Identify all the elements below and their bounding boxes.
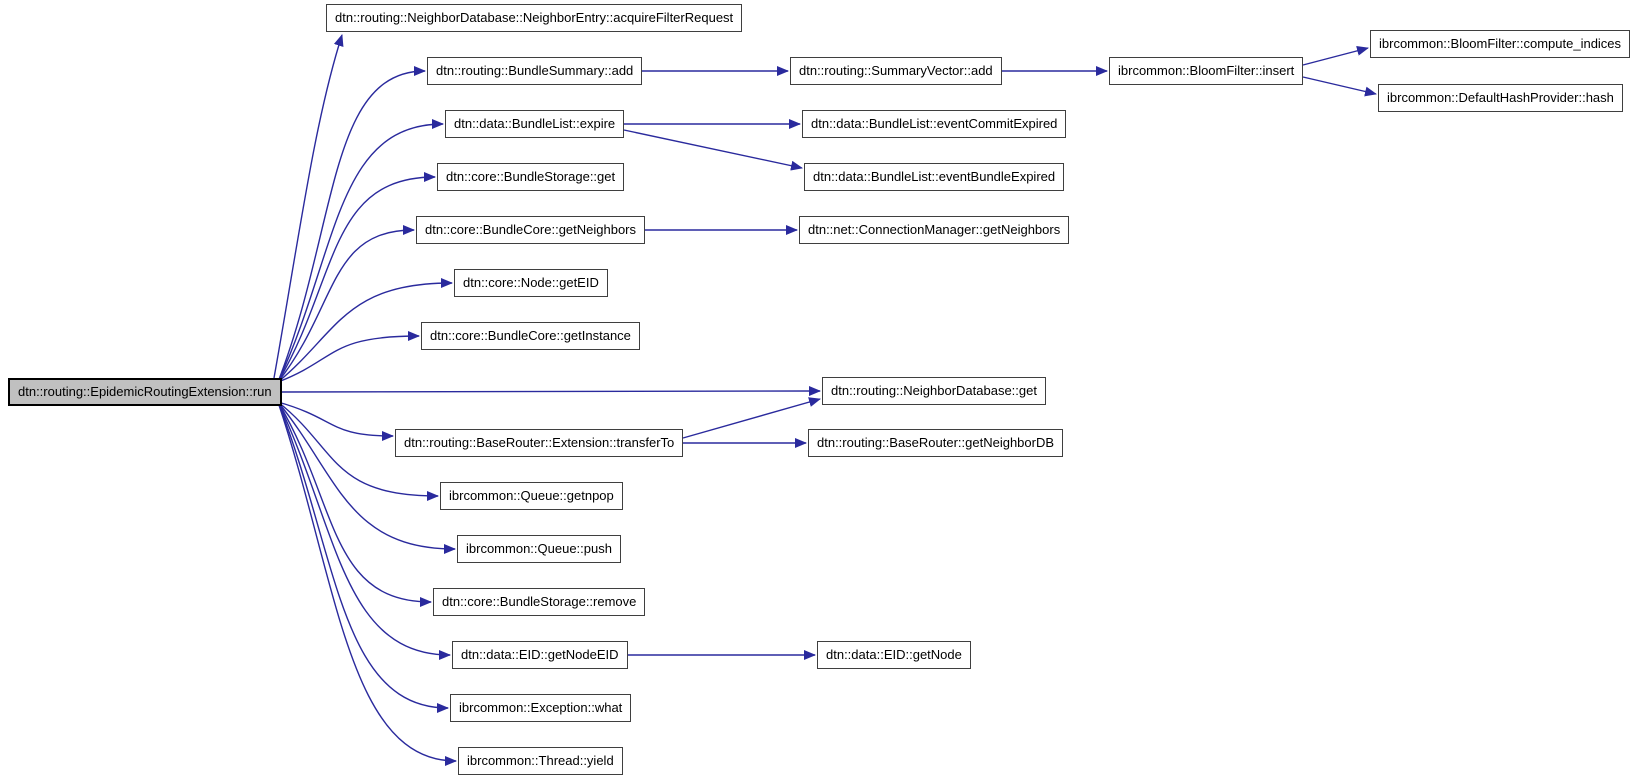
- node-core_getinstance[interactable]: dtn::core::BundleCore::getInstance: [421, 322, 640, 350]
- node-bl_expire[interactable]: dtn::data::BundleList::expire: [445, 110, 625, 138]
- node-bs_add[interactable]: dtn::routing::BundleSummary::add: [427, 57, 643, 85]
- node-bf_insert[interactable]: ibrcommon::BloomFilter::insert: [1109, 57, 1304, 85]
- edge-run-q_getnpop: [277, 401, 439, 501]
- edge-run-node_geteid: [277, 278, 453, 383]
- edge-run-storage_remove: [277, 401, 432, 607]
- edge-run-exc_what: [277, 401, 449, 713]
- edge-run-ndb_get: [281, 386, 821, 397]
- edge-run-core_getinstance: [277, 331, 420, 383]
- node-cm_getneighbors[interactable]: dtn::net::ConnectionManager::getNeighbor…: [799, 216, 1070, 244]
- node-q_getnpop[interactable]: ibrcommon::Queue::getnpop: [440, 482, 623, 510]
- node-bl_eventbundle[interactable]: dtn::data::BundleList::eventBundleExpire…: [804, 163, 1065, 191]
- edge-transferto-ndb_get: [682, 397, 821, 439]
- node-bl_eventcommit[interactable]: dtn::data::BundleList::eventCommitExpire…: [802, 110, 1067, 138]
- edge-run-bl_expire: [277, 119, 444, 383]
- edge-run-storage_get: [277, 172, 436, 383]
- node-transferto[interactable]: dtn::routing::BaseRouter::Extension::tra…: [395, 429, 684, 457]
- node-br_getneighbordb[interactable]: dtn::routing::BaseRouter::getNeighborDB: [808, 429, 1064, 457]
- node-run[interactable]: dtn::routing::EpidemicRoutingExtension::…: [8, 378, 282, 406]
- edge-bf_insert-bf_compute: [1302, 45, 1369, 66]
- edge-run-thread_yield: [277, 401, 457, 766]
- edge-run-core_getneighbors: [277, 225, 415, 383]
- node-storage_remove[interactable]: dtn::core::BundleStorage::remove: [433, 588, 646, 616]
- node-ndb_get[interactable]: dtn::routing::NeighborDatabase::get: [822, 377, 1046, 405]
- edge-bf_insert-dhp_hash: [1302, 76, 1377, 97]
- edge-run-transferto: [277, 401, 394, 441]
- node-acquire[interactable]: dtn::routing::NeighborDatabase::Neighbor…: [326, 4, 743, 32]
- node-sv_add[interactable]: dtn::routing::SummaryVector::add: [790, 57, 1002, 85]
- node-q_push[interactable]: ibrcommon::Queue::push: [457, 535, 621, 563]
- node-node_geteid[interactable]: dtn::core::Node::getEID: [454, 269, 608, 297]
- edge-run-q_push: [277, 401, 456, 554]
- node-dhp_hash[interactable]: ibrcommon::DefaultHashProvider::hash: [1378, 84, 1623, 112]
- node-exc_what[interactable]: ibrcommon::Exception::what: [450, 694, 632, 722]
- edge-run-acquire: [273, 34, 344, 379]
- node-thread_yield[interactable]: ibrcommon::Thread::yield: [458, 747, 623, 775]
- edge-bl_expire-bl_eventbundle: [623, 129, 803, 171]
- node-bf_compute[interactable]: ibrcommon::BloomFilter::compute_indices: [1370, 30, 1631, 58]
- node-storage_get[interactable]: dtn::core::BundleStorage::get: [437, 163, 625, 191]
- edge-run-eid_getnodeeid: [277, 401, 451, 660]
- node-core_getneighbors[interactable]: dtn::core::BundleCore::getNeighbors: [416, 216, 646, 244]
- node-eid_getnode[interactable]: dtn::data::EID::getNode: [817, 641, 971, 669]
- edge-run-bs_add: [277, 66, 426, 383]
- node-eid_getnodeeid[interactable]: dtn::data::EID::getNodeEID: [452, 641, 628, 669]
